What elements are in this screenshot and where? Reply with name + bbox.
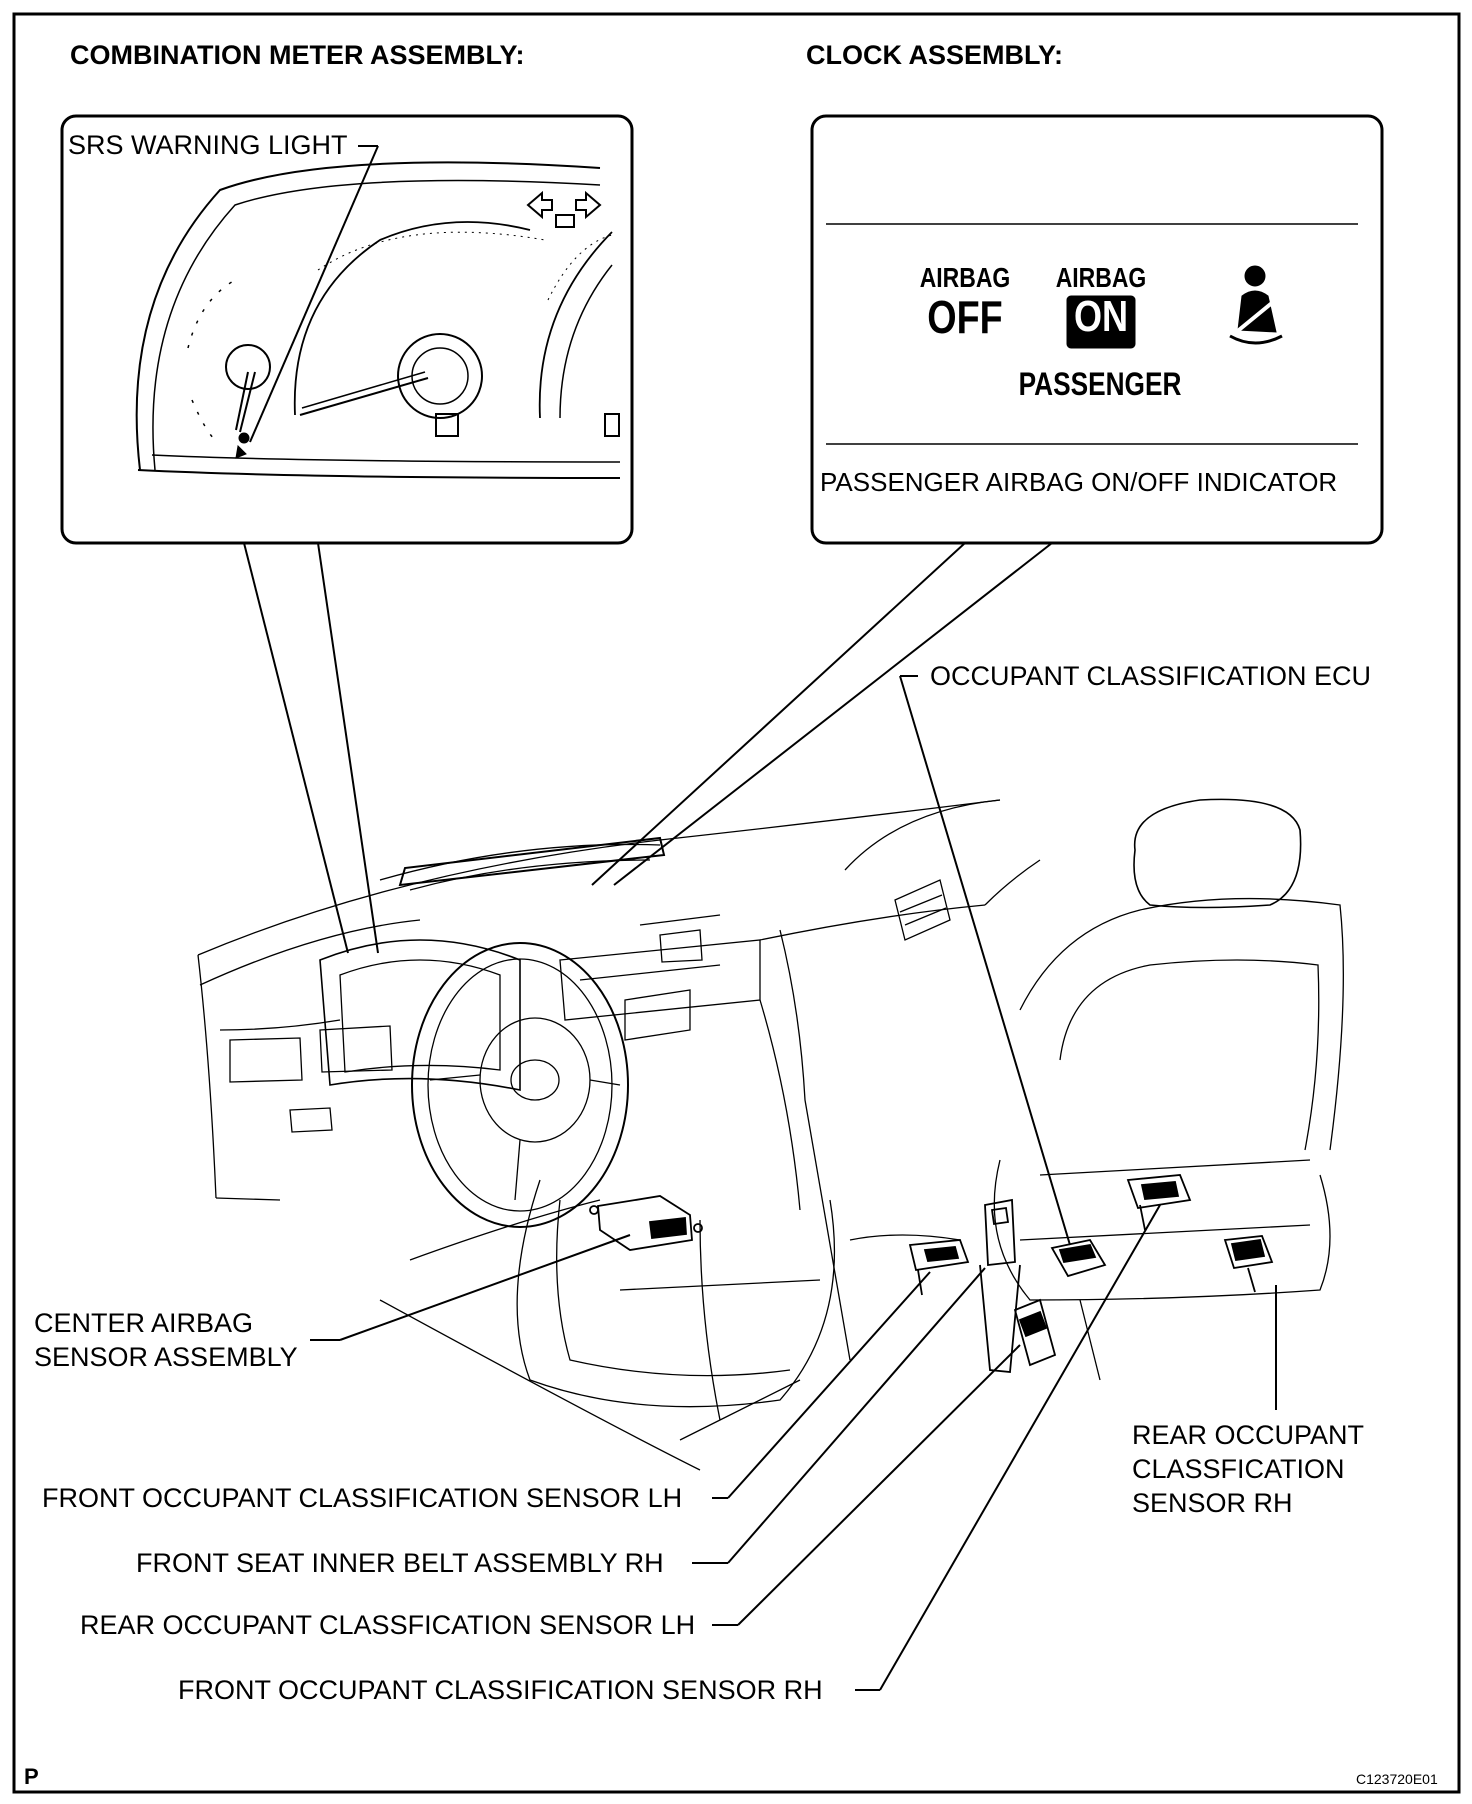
label-rear-sensor-rh-line3: SENSOR RH [1132, 1488, 1293, 1518]
page-letter: P [24, 1764, 39, 1789]
label-front-belt-rh: FRONT SEAT INNER BELT ASSEMBLY RH [136, 1548, 664, 1578]
airbag-on-top: AIRBAG [1055, 262, 1147, 293]
airbag-on-box [1066, 295, 1136, 349]
label-front-sensor-rh: FRONT OCCUPANT CLASSIFICATION SENSOR RH [178, 1675, 823, 1705]
label-center-airbag-line2: SENSOR ASSEMBLY [34, 1342, 298, 1372]
combination-meter-inset [60, 114, 634, 545]
label-center-airbag-line1: CENTER AIRBAG [34, 1308, 254, 1338]
label-center-airbag: CENTER AIRBAG SENSOR ASSEMBLY [34, 1306, 298, 1374]
seat-belt-buckle [979, 1198, 1021, 1373]
airbag-on-bottom: ON [1073, 292, 1129, 341]
front-sensor-lh [908, 1239, 970, 1296]
label-occupant-ecu: OCCUPANT CLASSIFICATION ECU [930, 661, 1372, 691]
label-rear-sensor-rh-line1: REAR OCCUPANT [1132, 1420, 1365, 1450]
callout-leaders [310, 675, 1277, 1691]
outer-frame [12, 12, 1461, 1794]
steering-wheel [411, 942, 629, 1228]
occupant-ecu [1050, 1238, 1107, 1278]
airbag-off-top: AIRBAG [919, 262, 1011, 293]
indicator-caption: PASSENGER AIRBAG ON/OFF INDICATOR [820, 467, 1338, 497]
front-sensor-rh [1126, 1174, 1192, 1231]
srs-warning-light-label: SRS WARNING LIGHT [68, 130, 348, 160]
label-rear-sensor-rh: REAR OCCUPANT CLASSFICATION SENSOR RH [1132, 1418, 1364, 1520]
passenger-label: PASSENGER [1018, 366, 1182, 402]
label-rear-sensor-rh-line2: CLASSFICATION [1132, 1454, 1345, 1484]
seatbelt-icon [1229, 265, 1283, 345]
clock-inset [810, 114, 1384, 545]
inset-leaders [243, 542, 1053, 954]
rear-sensor-lh [1013, 1298, 1057, 1367]
interior-drawing [197, 798, 1344, 1471]
label-rear-sensor-lh: REAR OCCUPANT CLASSFICATION SENSOR LH [80, 1610, 696, 1640]
center-airbag-sensor [589, 1195, 703, 1251]
rear-sensor-rh [1223, 1235, 1274, 1293]
combination-meter-header: COMBINATION METER ASSEMBLY: [70, 40, 525, 70]
figure-code: C123720E01 [1356, 1771, 1438, 1787]
airbag-off-bottom: OFF [927, 291, 1003, 343]
clock-header: CLOCK ASSEMBLY: [806, 40, 1064, 70]
label-front-sensor-lh: FRONT OCCUPANT CLASSIFICATION SENSOR LH [42, 1483, 683, 1513]
